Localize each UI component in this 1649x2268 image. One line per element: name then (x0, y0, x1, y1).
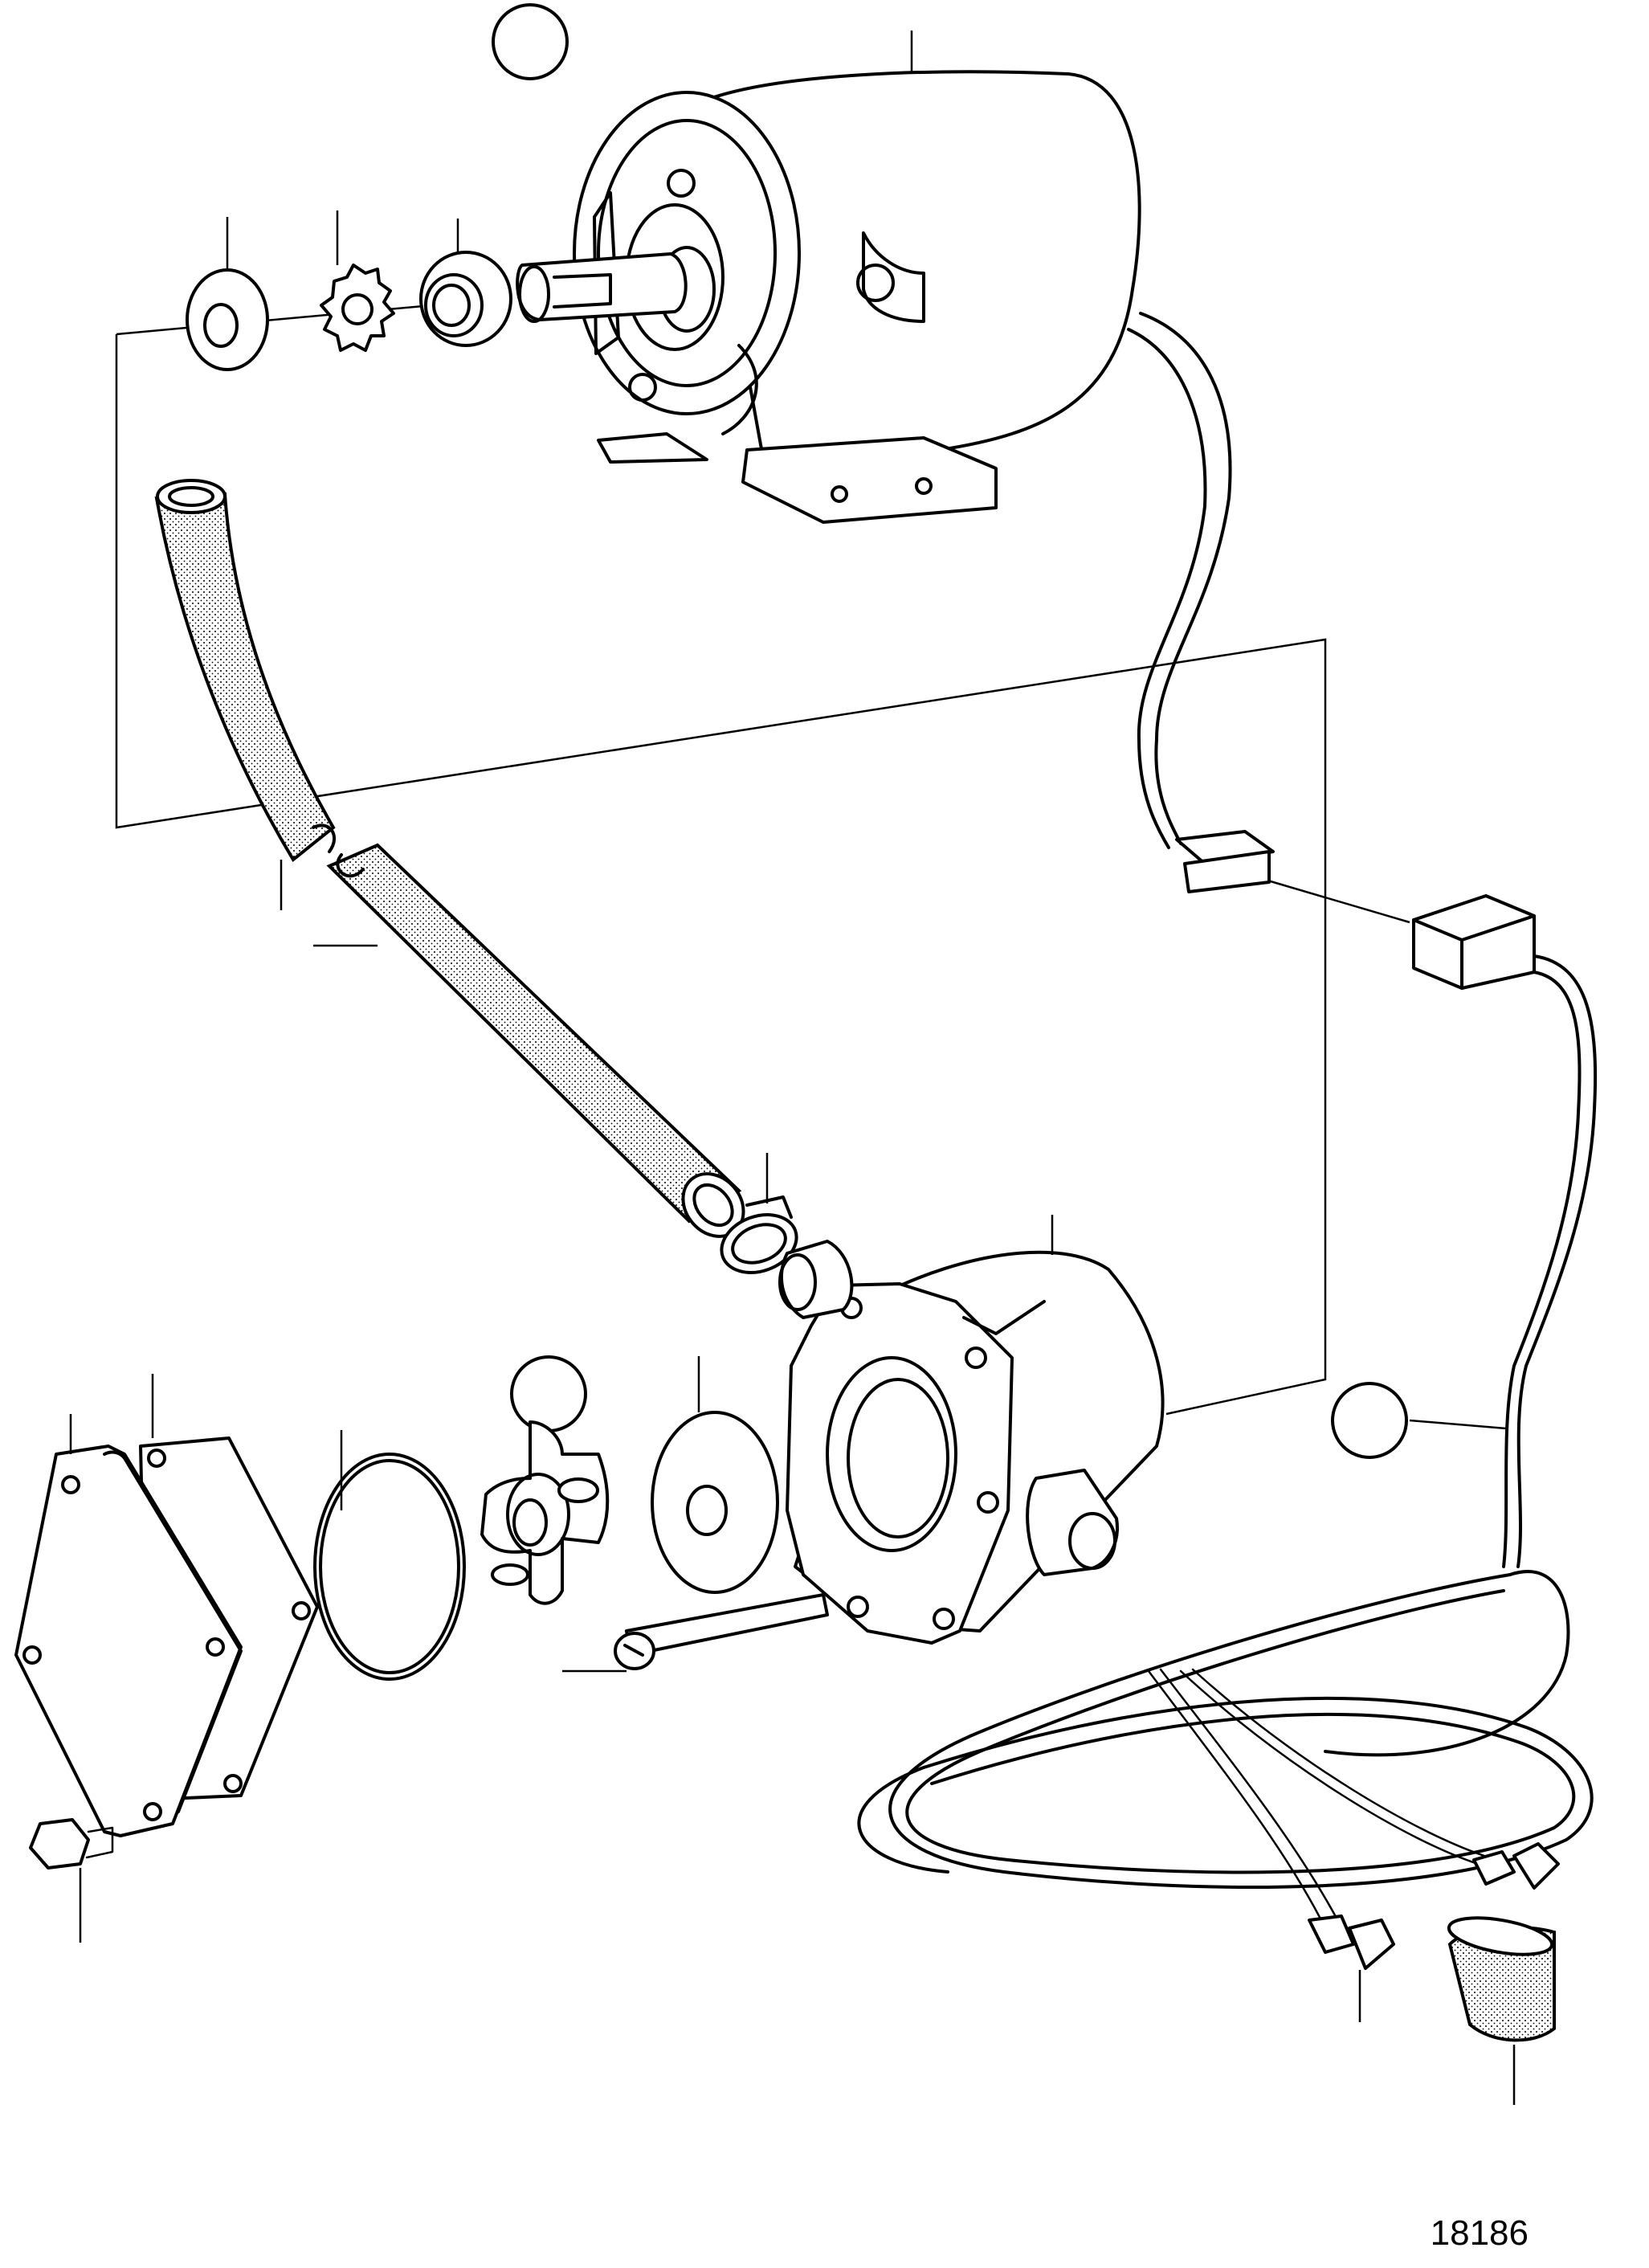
shaft-seal (186, 268, 269, 371)
figure-number: 18186 (1430, 2213, 1529, 2253)
callout-leaders (69, 31, 1516, 2105)
electric-motor (516, 70, 1141, 524)
drive-gear (320, 264, 395, 352)
hose (154, 479, 745, 1238)
assembly-frame-lines (115, 302, 1507, 1430)
motor-cable (1127, 312, 1275, 893)
terminal-leads (1147, 1668, 1560, 1970)
callout-circle-top (492, 3, 569, 80)
callout-circle-harness (1331, 1382, 1408, 1459)
wear-plate (651, 1411, 779, 1594)
impeller (480, 1420, 610, 1605)
callout-circle-impeller (510, 1355, 587, 1432)
pump-housing (778, 1240, 1165, 1645)
cap-screw (29, 1818, 114, 1870)
hose-clamp (720, 1195, 798, 1274)
long-screw (614, 1593, 829, 1670)
protective-cap (1447, 1916, 1556, 2042)
ball-bearing (419, 251, 512, 347)
harness (857, 894, 1598, 1890)
cover-plate (14, 1445, 243, 1837)
o-ring (313, 1453, 466, 1681)
